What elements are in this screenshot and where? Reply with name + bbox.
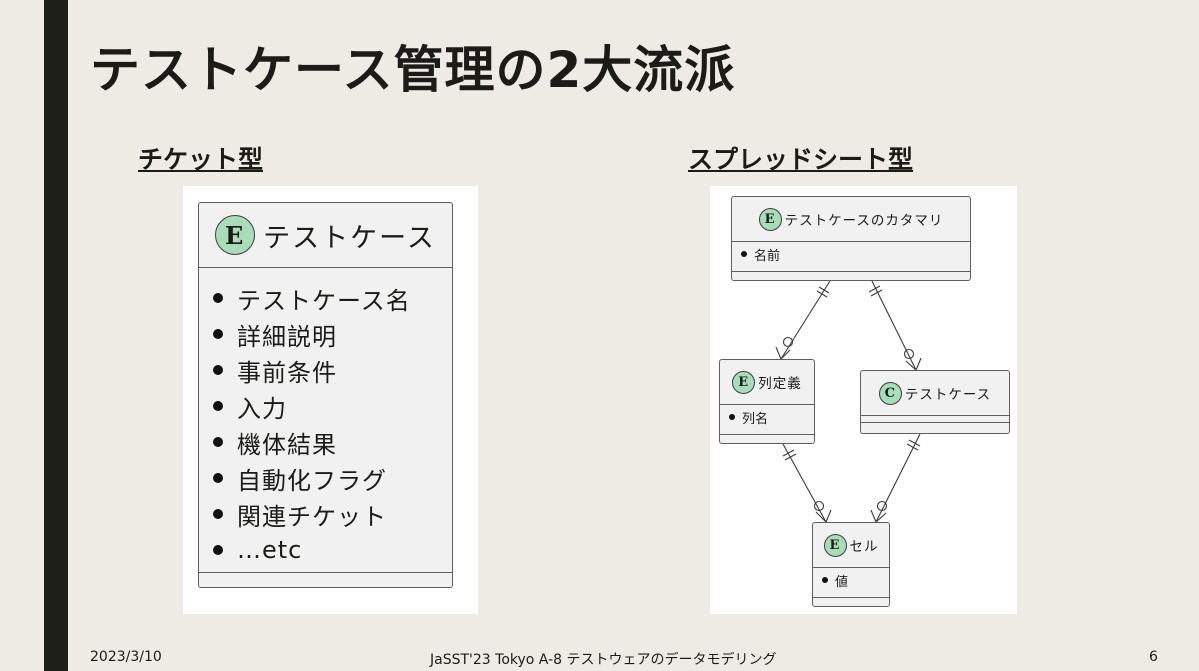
crow-foot-mark: [780, 349, 791, 360]
crow-foot-mark: [868, 285, 881, 293]
testcase-group-entity: E テストケースのカタマリ 名前: [731, 196, 971, 281]
attribute-item: 自動化フラグ: [213, 460, 452, 496]
crow-foot-mark: [905, 360, 917, 371]
crow-foot-mark: [825, 509, 832, 523]
crow-foot-mark: [875, 512, 887, 523]
slide-title: テストケース管理の2大流派: [90, 41, 736, 99]
attribute-item: …etc: [213, 532, 452, 568]
bullet-icon: [213, 509, 223, 519]
attribute-label: 値: [835, 574, 849, 590]
ticket-testcase-entity: E テストケース テストケース名 詳細説明 事前条件 入力 機体結果 自動化フラ…: [198, 202, 453, 588]
crow-foot-mark: [782, 449, 795, 457]
entity-badge-icon: E: [823, 533, 847, 557]
attribute-label: 機体結果: [237, 430, 337, 459]
crow-foot-mark: [813, 500, 825, 512]
attribute-item: 名前: [732, 242, 970, 266]
crow-foot-mark: [870, 509, 877, 523]
spreadsheet-type-heading: スプレッドシート型: [688, 145, 914, 174]
crow-foot-mark: [818, 286, 830, 294]
crow-foot-mark: [816, 290, 828, 298]
crow-foot-mark: [903, 348, 915, 360]
attribute-item: 値: [813, 568, 889, 592]
entity-name: 列定義: [758, 376, 802, 392]
entity-badge-icon: E: [215, 215, 256, 255]
crow-foot-mark: [906, 443, 919, 451]
accent-bar: [44, 0, 68, 671]
bullet-icon: [213, 473, 223, 483]
attribute-item: 関連チケット: [213, 496, 452, 532]
attribute-label: 列名: [742, 411, 769, 427]
attribute-item: 詳細説明: [213, 316, 452, 352]
attribute-list: テストケース名 詳細説明 事前条件 入力 機体結果 自動化フラグ 関連チケット …: [199, 268, 452, 568]
entity-name: テストケース: [904, 387, 992, 403]
attribute-item: テストケース名: [213, 280, 452, 316]
entity-badge-icon: E: [732, 370, 756, 394]
attribute-label: 入力: [237, 394, 287, 423]
attribute-label: 自動化フラグ: [237, 466, 387, 495]
attribute-label: 事前条件: [237, 358, 337, 387]
entity-header: E セル: [813, 523, 889, 568]
entity-badge-icon: E: [758, 207, 782, 231]
attribute-item: 事前条件: [213, 352, 452, 388]
testcase-class-entity: C テストケース: [860, 370, 1010, 434]
entity-footer: [720, 434, 814, 443]
entity-header: E テストケースのカタマリ: [732, 197, 970, 242]
bullet-icon: [822, 577, 828, 583]
entity-footer: [199, 572, 452, 587]
attribute-label: 名前: [754, 248, 781, 264]
class-badge-icon: C: [878, 381, 902, 405]
crow-foot-mark: [815, 511, 827, 523]
relation-group-coldef: [780, 280, 831, 360]
attribute-label: 詳細説明: [237, 322, 337, 351]
bullet-icon: [213, 293, 223, 303]
attribute-label: …etc: [237, 536, 303, 564]
bullet-icon: [213, 545, 223, 555]
ticket-type-heading: チケット型: [138, 145, 264, 174]
entity-name: テストケース: [263, 222, 436, 254]
entity-footer: [732, 271, 970, 280]
relation-group-testcase: [871, 280, 917, 371]
footer-date: 2023/3/10: [90, 649, 162, 665]
relation-testcase-cell: [875, 433, 921, 523]
attribute-item: 入力: [213, 388, 452, 424]
crow-foot-mark: [782, 336, 794, 348]
entity-header: C テストケース: [861, 371, 1009, 416]
attribute-label: テストケース名: [237, 286, 411, 315]
cell-entity: E セル 値: [812, 522, 890, 607]
bullet-icon: [213, 401, 223, 411]
entity-header: E 列定義: [720, 360, 814, 405]
crow-foot-mark: [784, 453, 797, 461]
entity-name: セル: [849, 539, 879, 555]
crow-foot-mark: [908, 439, 921, 447]
column-definition-entity: E 列定義 列名: [719, 359, 815, 444]
bullet-icon: [213, 365, 223, 375]
bullet-icon: [213, 437, 223, 447]
crow-foot-mark: [775, 346, 782, 360]
crow-foot-mark: [876, 500, 888, 512]
attribute-label: 関連チケット: [237, 502, 387, 531]
bullet-icon: [729, 414, 735, 420]
bullet-icon: [741, 251, 747, 257]
entity-name: テストケースのカタマリ: [784, 213, 944, 229]
entity-footer: [861, 422, 1009, 433]
page-number: 6: [1149, 649, 1158, 665]
bullet-icon: [213, 329, 223, 339]
attribute-item: 機体結果: [213, 424, 452, 460]
attribute-item: 列名: [720, 405, 814, 429]
entity-header: E テストケース: [199, 203, 452, 268]
entity-footer: [813, 597, 889, 606]
crow-foot-mark: [915, 357, 922, 371]
crow-foot-mark: [870, 289, 883, 297]
footer-event-title: JaSST'23 Tokyo A-8 テストウェアのデータモデリング: [430, 652, 777, 668]
